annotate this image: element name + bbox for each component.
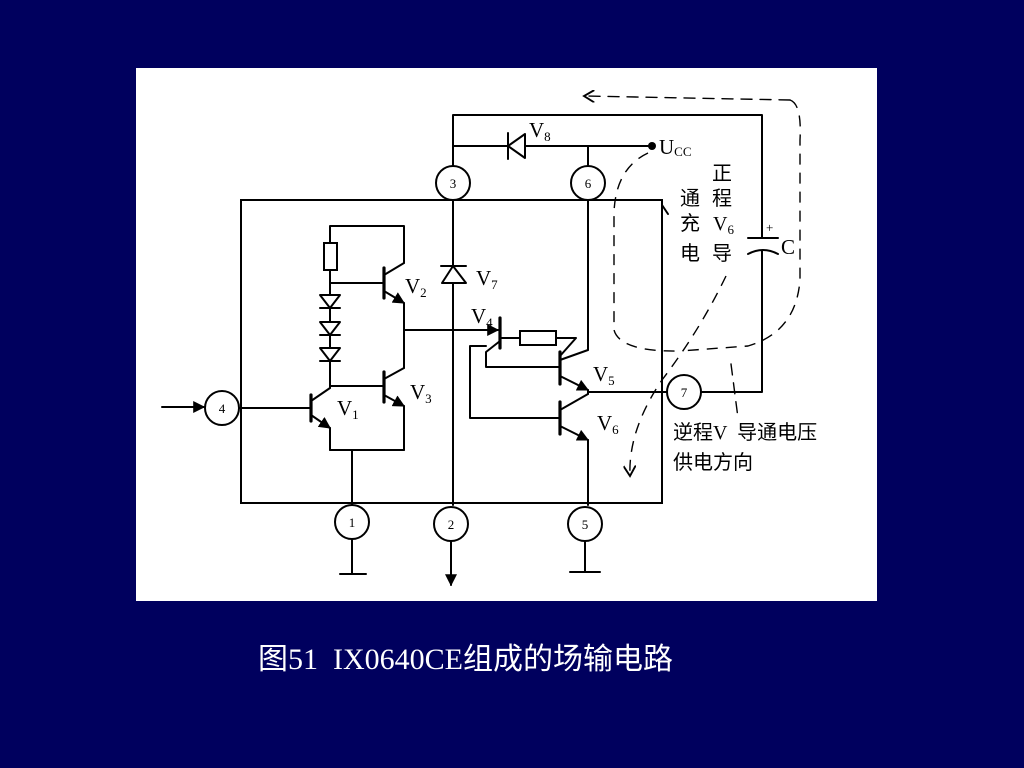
pin-5-circle <box>567 506 603 542</box>
v6-emitter <box>559 425 590 441</box>
pin-7: 7 <box>666 374 702 410</box>
wires <box>161 114 763 587</box>
capacitor-plate-bottom <box>747 249 779 255</box>
pin-1-circle <box>334 504 370 540</box>
pin-6-number: 6 <box>585 176 592 191</box>
pin-3: 3 <box>435 165 471 201</box>
transistor-v5 <box>558 349 590 391</box>
ic-outline-tick <box>661 204 669 215</box>
wire-resistor-to-v5 <box>555 337 577 357</box>
diode-chain <box>319 294 341 362</box>
pin-5-number: 5 <box>582 517 589 532</box>
wire-v4-to-v5-base <box>485 340 561 368</box>
label-v1: V1 <box>337 396 359 422</box>
v5-emitter <box>559 375 590 391</box>
forward-note-r3: V6 <box>713 213 734 237</box>
label-v8: V8 <box>529 118 551 144</box>
pin-4-number: 4 <box>219 401 226 416</box>
v3-collector <box>383 367 405 380</box>
pin-2-number: 2 <box>448 517 455 532</box>
diagram-panel <box>136 68 877 601</box>
forward-note-l2: 充 <box>680 212 700 235</box>
pin-7-number: 7 <box>681 385 688 400</box>
pin-3-number: 3 <box>450 176 457 191</box>
transistor-v6 <box>558 393 590 441</box>
v2-emitter <box>383 290 406 304</box>
pin-2-circle <box>433 506 469 542</box>
diode-1 <box>319 294 341 309</box>
label-v4: V4 <box>471 304 493 330</box>
label-v3: V3 <box>410 380 432 406</box>
v1-collector <box>310 387 331 402</box>
v5-collector <box>559 349 589 361</box>
pin-6-circle <box>570 165 606 201</box>
reverse-supply-path <box>630 275 727 476</box>
label-v6: V6 <box>597 411 619 437</box>
diode-v7 <box>440 265 467 284</box>
forward-note-l1: 通 <box>680 187 700 210</box>
forward-note: 正 程 V6 导 通 充 电 <box>680 163 734 265</box>
wire-v4-to-v6-base <box>469 345 561 419</box>
reverse-note-line2: 供电方向 <box>673 451 753 474</box>
pin-3-circle <box>435 165 471 201</box>
transistor-v2 <box>382 262 406 304</box>
reverse-note-line1: 逆程V 导通电压 <box>673 421 817 444</box>
forward-note-l3: 电 <box>680 242 700 265</box>
transistor-v3 <box>382 367 406 407</box>
wire-left-top <box>329 225 405 264</box>
ucc-terminal <box>648 142 656 150</box>
label-capacitor: C <box>781 235 795 259</box>
pin-5: 5 <box>567 506 603 542</box>
label-ucc: UCC <box>659 135 692 159</box>
diode-v8-body <box>507 133 526 159</box>
reverse-note-pointer <box>730 363 739 419</box>
v6-collector <box>559 393 589 411</box>
charge-path-top-arrow <box>584 96 791 100</box>
wire-top-loop <box>452 114 763 239</box>
pin-1-number: 1 <box>349 515 356 530</box>
label-v7: V7 <box>476 266 498 292</box>
reverse-note: 逆程V 导通电压 供电方向 <box>673 421 817 474</box>
forward-note-r1: 正 <box>712 163 732 185</box>
pin-6: 6 <box>570 165 606 201</box>
pin-2: 2 <box>433 506 469 542</box>
v2-collector <box>383 262 405 276</box>
forward-note-r2: 程 <box>712 187 732 210</box>
pin-4-circle <box>204 390 240 426</box>
label-v5: V5 <box>593 362 615 388</box>
pin-1: 1 <box>334 504 370 540</box>
transistor-v1 <box>309 387 331 429</box>
v1-emitter <box>310 414 331 429</box>
current-paths <box>584 96 801 476</box>
diode-3 <box>319 347 341 362</box>
v3-emitter <box>383 394 406 407</box>
resistor-left <box>323 242 338 271</box>
figure-caption: 图51 IX0640CE组成的场输电路 <box>258 643 673 676</box>
capacitor-polarity: + <box>766 220 773 235</box>
pin-4: 4 <box>204 390 240 426</box>
charge-path-inner <box>613 152 681 352</box>
capacitor-c <box>747 237 779 255</box>
label-v2: V2 <box>405 274 427 300</box>
forward-note-r4: 导 <box>712 243 732 265</box>
wire-cap-to-pin7 <box>700 250 763 393</box>
diode-2 <box>319 321 341 336</box>
pin-7-circle <box>666 374 702 410</box>
diode-v7-body <box>441 265 467 284</box>
diode-v8 <box>507 132 526 160</box>
charge-path-outer <box>679 99 801 352</box>
resistor-v4 <box>519 330 557 346</box>
